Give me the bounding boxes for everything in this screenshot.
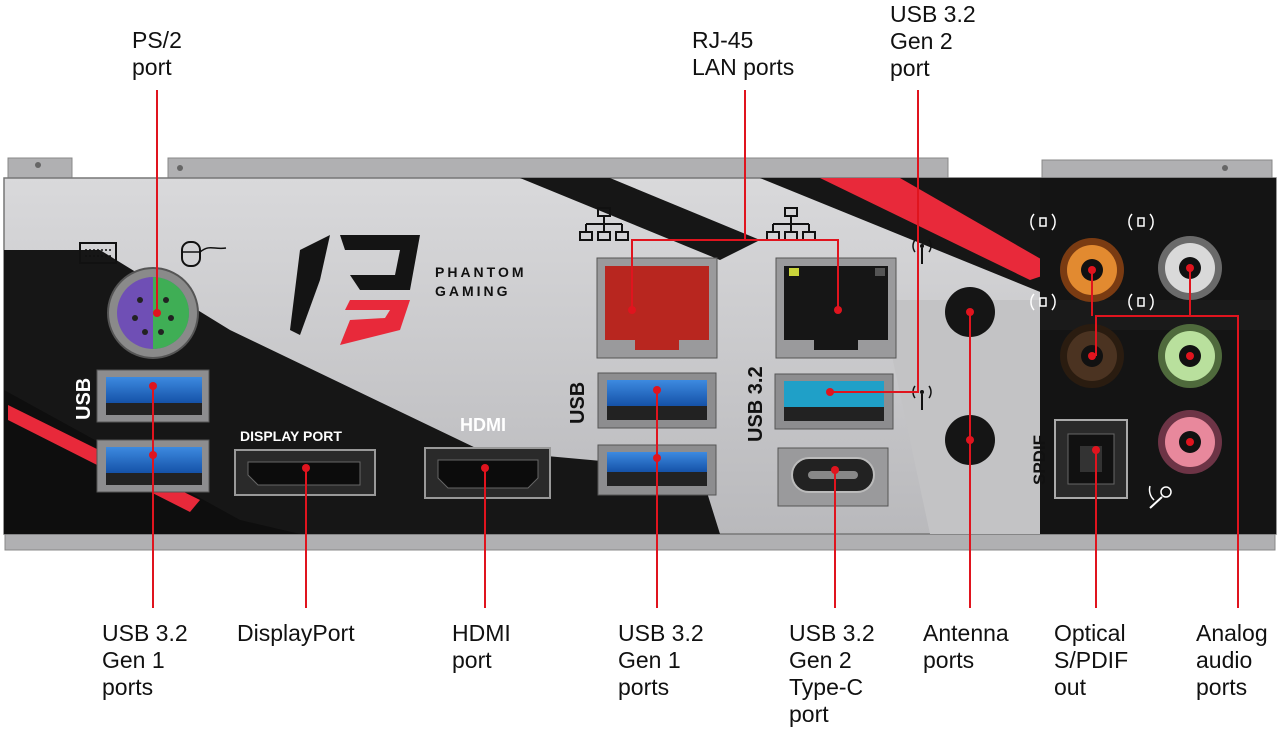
speaker-icon xyxy=(1030,293,1056,311)
displayport-panel-label: DISPLAY PORT xyxy=(240,428,342,444)
callout-usb-mid: USB 3.2 Gen 1 ports xyxy=(618,620,704,700)
hdmi-port: HDMI xyxy=(424,415,551,499)
usb-mid-label: USB xyxy=(567,382,589,424)
hdmi-panel-label: HDMI xyxy=(460,415,506,435)
callout-analog: Analog audio ports xyxy=(1196,620,1268,700)
callout-optical: Optical S/PDIF out xyxy=(1054,620,1129,700)
callout-antenna: Antenna ports xyxy=(923,620,1009,673)
callout-displayport: DisplayPort xyxy=(237,620,355,646)
mounting-tabs xyxy=(4,157,1276,551)
usb-left-label: USB xyxy=(73,378,95,420)
lan-ports xyxy=(596,257,897,359)
usb32-ports: USB 3.2 xyxy=(745,366,894,507)
callout-rj45: RJ-45 LAN ports xyxy=(692,27,795,80)
phantom-gaming-logo: PHANTOM GAMING xyxy=(290,235,527,345)
callout-usb-left: USB 3.2 Gen 1 ports xyxy=(102,620,188,700)
antenna-icon xyxy=(912,239,932,264)
usb32-label: USB 3.2 xyxy=(745,366,767,442)
microphone-icon xyxy=(1148,485,1172,509)
callout-ps2: PS/2 port xyxy=(132,27,182,80)
audio-leader-branches xyxy=(1091,268,1191,316)
callout-hdmi: HDMI port xyxy=(452,620,511,673)
spdif-label: SPDIF xyxy=(1030,435,1049,485)
spdif-port: SPDIF xyxy=(1030,419,1128,499)
keyboard-icon xyxy=(79,242,117,264)
mouse-icon xyxy=(181,241,227,267)
callout-typec: USB 3.2 Gen 2 Type-C port xyxy=(789,620,875,727)
leader-lines xyxy=(152,90,1239,608)
callout-usb32-gen2: USB 3.2 Gen 2 port xyxy=(890,1,976,81)
speaker-icon xyxy=(1030,213,1056,231)
brand-line1: PHANTOM xyxy=(435,264,527,280)
brand-line2: GAMING xyxy=(435,283,511,299)
network-icon xyxy=(579,207,629,241)
speaker-icon xyxy=(1128,293,1154,311)
speaker-icon xyxy=(1128,213,1154,231)
